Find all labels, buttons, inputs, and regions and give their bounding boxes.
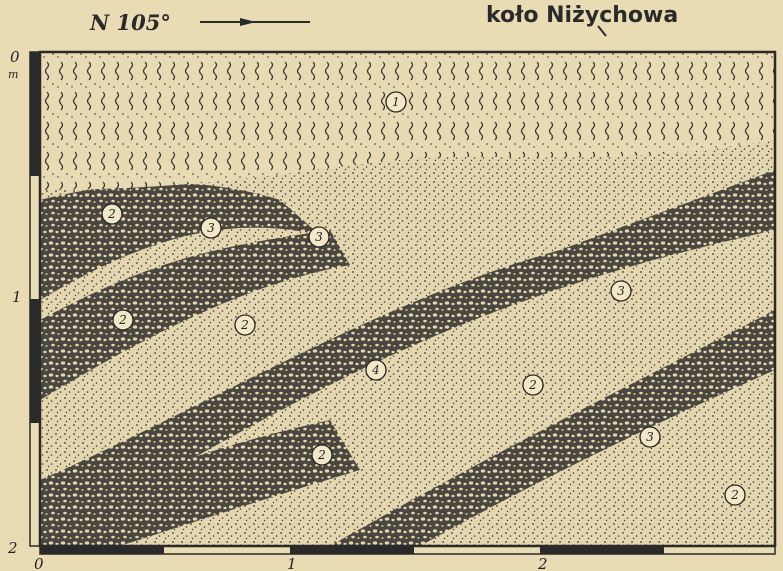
layer-marker: 2 — [312, 445, 332, 465]
layer-marker: 2 — [102, 204, 122, 224]
x-tick-label: 1 — [287, 555, 297, 571]
layer-marker-label: 2 — [730, 488, 739, 502]
layer-marker: 2 — [113, 310, 133, 330]
section-body — [40, 52, 775, 546]
layer-marker-label: 2 — [118, 313, 127, 327]
layer-marker-label: 2 — [528, 378, 537, 392]
layer-marker-label: 3 — [617, 284, 625, 298]
y-unit-label: m — [8, 68, 18, 81]
layer-marker-label: 3 — [315, 230, 323, 244]
y-tick-label: 1 — [12, 288, 22, 306]
layer-marker: 1 — [386, 92, 406, 112]
layer-marker-label: 3 — [207, 221, 215, 235]
layer-marker: 3 — [640, 427, 660, 447]
y-tick-label: 2 — [7, 539, 18, 557]
orientation-arrow-icon — [200, 18, 310, 26]
vertical-scale-bar — [30, 52, 40, 546]
layer-marker-label: 3 — [646, 430, 654, 444]
x-tick-label: 0 — [34, 555, 44, 571]
orientation-label: N 105° — [89, 10, 171, 35]
x-tick-label: 2 — [537, 555, 548, 571]
layer-marker: 3 — [309, 227, 329, 247]
layer-marker: 3 — [201, 218, 221, 238]
layer-marker-label: 2 — [317, 448, 326, 462]
y-tick-label: 0 — [10, 48, 20, 66]
layer-marker-label: 4 — [371, 363, 380, 377]
layer-marker: 2 — [725, 485, 745, 505]
layer-marker-label: 2 — [240, 318, 249, 332]
layer-marker: 3 — [611, 281, 631, 301]
layer-marker: 2 — [523, 375, 543, 395]
figure-title: koło Niżychowa — [486, 3, 678, 28]
layer-marker: 2 — [235, 315, 255, 335]
layer-marker-label: 1 — [392, 95, 400, 109]
layer-marker: 4 — [366, 360, 386, 380]
layer-marker-label: 2 — [107, 207, 116, 221]
